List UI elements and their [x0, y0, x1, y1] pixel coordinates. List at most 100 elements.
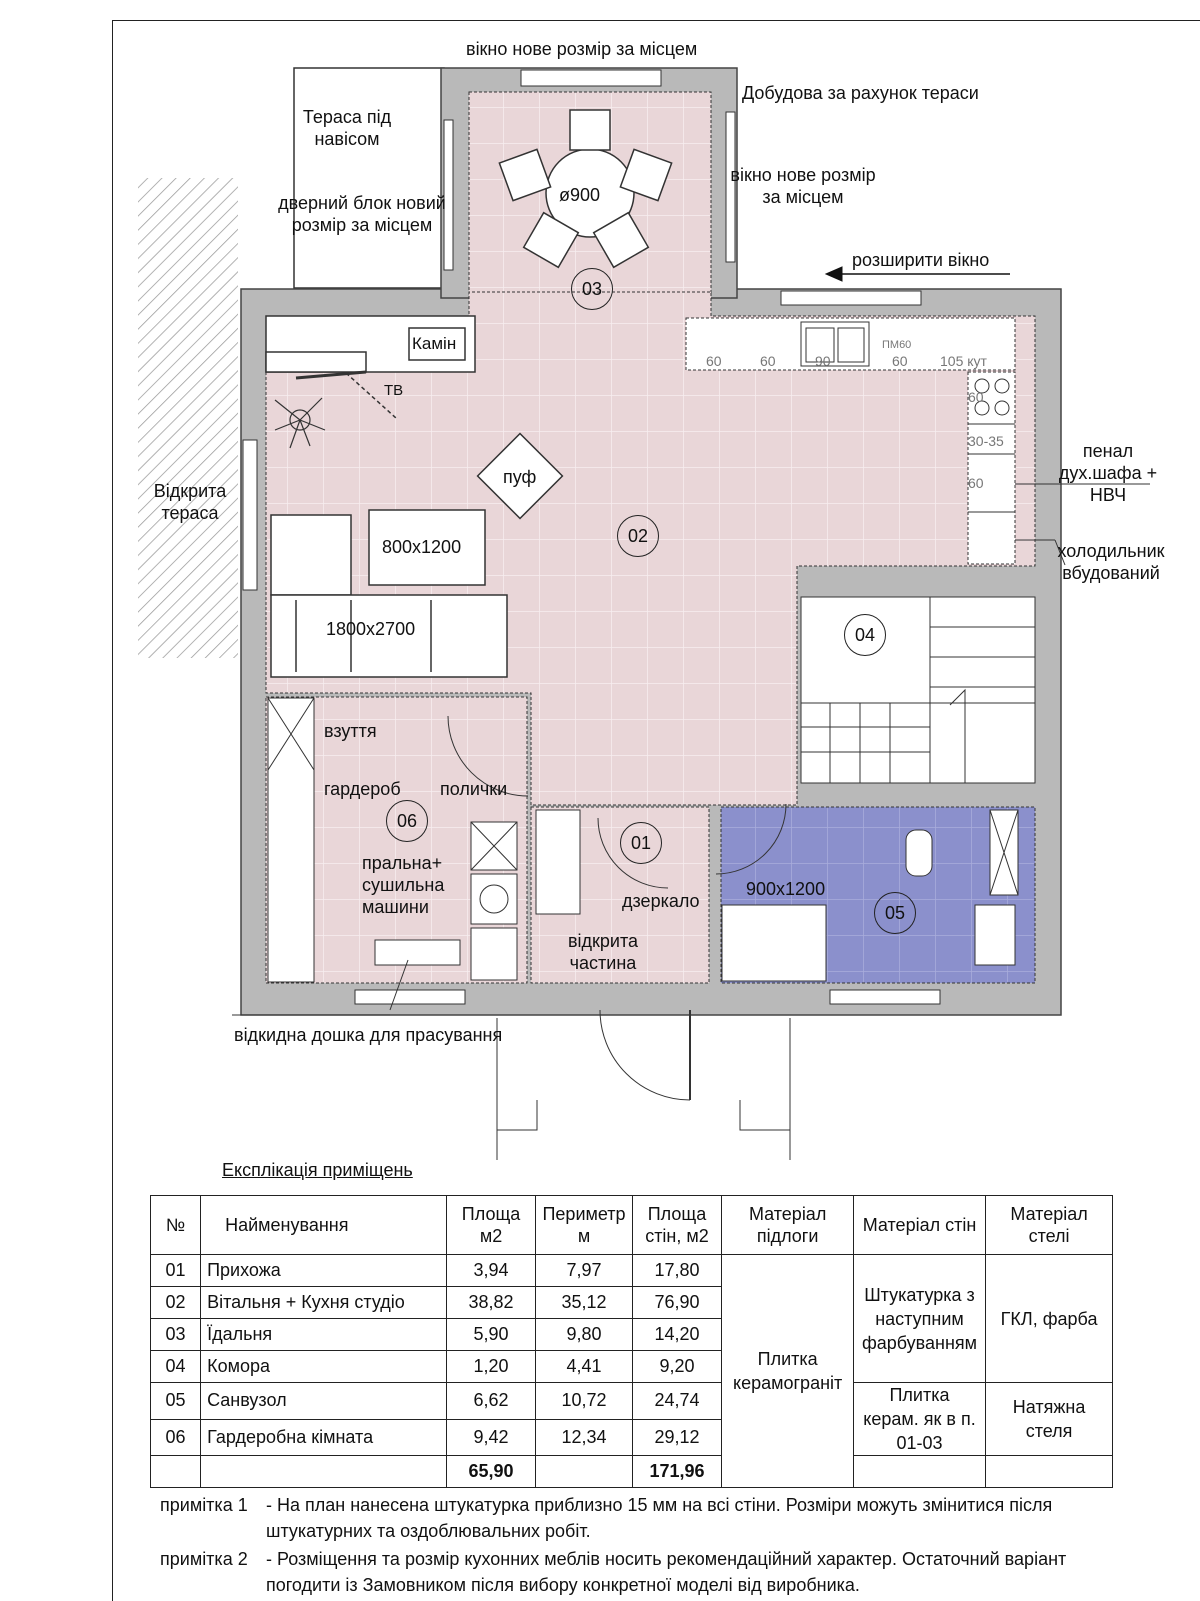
header-wall-material: Матеріал стін	[852, 1195, 987, 1255]
cell-no: 06	[149, 1418, 202, 1456]
kitchen-module: 90	[815, 353, 831, 369]
label-ironing-board: відкидна дошка для прасування	[234, 1025, 503, 1045]
label-fridge: холодильник вбудований	[1057, 541, 1165, 583]
label-oven-column: пенал дух.шафа + НВЧ	[1058, 441, 1158, 505]
cell-empty	[985, 1455, 1113, 1488]
label-extension: Добудова за рахунок тераси	[742, 83, 979, 103]
cell-perimeter: 7,97	[535, 1254, 633, 1287]
cell-no: 03	[149, 1318, 202, 1351]
cell-wall-material-2: Плитка керам. як в п. 01-03	[852, 1382, 987, 1456]
label-pouf: пуф	[503, 467, 537, 487]
cell-perimeter: 35,12	[535, 1286, 633, 1319]
label-rug: 800x1200	[382, 537, 462, 557]
table-total-row: 65,90 171,96	[149, 1455, 1113, 1488]
cell-name: Комора	[200, 1350, 447, 1383]
table-row: 05 Санвузол 6,62 10,72 24,74 Плитка кера…	[149, 1382, 1113, 1456]
cell-empty	[535, 1455, 633, 1488]
label-fireplace: Камін	[412, 334, 457, 353]
label-widen-window: розширити вікно	[852, 250, 990, 270]
floor-plan	[138, 67, 1150, 1160]
explication-table: № Найменування Площа м2 Периметр м Площа…	[149, 1195, 1113, 1488]
cell-perimeter: 10,72	[535, 1382, 633, 1420]
cell-area: 3,94	[445, 1254, 537, 1287]
cell-walls: 17,80	[631, 1254, 723, 1287]
note-2: примітка 2 - Розміщення та розмір кухонни…	[160, 1546, 1096, 1598]
cell-name: Прихожа	[200, 1254, 447, 1287]
label-tv: ТВ	[384, 382, 404, 399]
kitchen-side-module: 30-35	[968, 433, 1004, 449]
header-no: №	[149, 1195, 202, 1255]
cell-empty	[149, 1455, 202, 1488]
header-floor-material: Матеріал підлоги	[721, 1195, 854, 1255]
note-text: - На план нанесена штукатурка приблизно …	[266, 1495, 1053, 1541]
label-open-terrace: Відкрита тераса	[153, 481, 227, 523]
table-row: 01 Прихожа 3,94 7,97 17,80 Плитка керамо…	[149, 1254, 1113, 1488]
kitchen-side-module: 60	[968, 475, 984, 491]
kitchen-module: 60	[706, 353, 722, 369]
cell-no: 02	[149, 1286, 202, 1319]
header-walls-area: Площа стін, м2	[631, 1195, 723, 1255]
cell-ceiling-material-1: ГКЛ, фарба	[985, 1254, 1113, 1383]
kitchen-module: 105 кут	[940, 353, 987, 369]
label-terrace-covered: Тераса під навісом	[302, 107, 392, 149]
cell-walls: 24,74	[631, 1382, 723, 1420]
cell-walls: 29,12	[631, 1418, 723, 1456]
label-wardrobe: гардероб	[324, 779, 401, 799]
header-area: Площа м2	[445, 1195, 537, 1255]
cell-floor-material: Плитка керамограніт	[721, 1254, 854, 1488]
cell-total-walls: 171,96	[631, 1455, 723, 1488]
note-text: - Розміщення та розмір кухонних меблів н…	[266, 1549, 1067, 1595]
cell-empty	[852, 1455, 987, 1488]
cell-area: 1,20	[445, 1350, 537, 1383]
covered-terrace	[293, 67, 445, 289]
cell-name: Їдальня	[200, 1318, 447, 1351]
label-sofa: 1800x2700	[326, 619, 416, 639]
cell-area: 38,82	[445, 1286, 537, 1319]
open-terrace-hatch	[138, 178, 238, 658]
kitchen-side-module: 60	[968, 389, 984, 405]
drawing-frame	[112, 20, 1200, 1601]
header-ceiling-material: Матеріал стелі	[985, 1195, 1113, 1255]
label-shelves: полички	[440, 779, 508, 799]
note-1: примітка 1 - На план нанесена штукатурка …	[160, 1492, 1096, 1544]
label-door-block: дверний блок новий розмір за місцем	[278, 193, 446, 235]
explication-title: Експлікація приміщень	[222, 1160, 413, 1180]
cell-walls: 76,90	[631, 1286, 723, 1319]
label-shower: 900x1200	[746, 879, 826, 899]
table-row: 04 Комора 1,20 4,41 9,20	[149, 1350, 1113, 1383]
cell-perimeter: 12,34	[535, 1418, 633, 1456]
room-number: 06	[386, 800, 428, 842]
cell-no: 04	[149, 1350, 202, 1383]
label-window-right: вікно нове розмір за місцем	[730, 165, 876, 207]
kitchen-module: 60	[892, 353, 908, 369]
cell-empty	[200, 1455, 447, 1488]
header-name: Найменування	[200, 1195, 447, 1255]
header-perimeter: Периметр м	[535, 1195, 633, 1255]
staircase	[800, 596, 1036, 784]
cell-no: 01	[149, 1254, 202, 1287]
cell-name: Вітальня + Кухня студіо	[200, 1286, 447, 1319]
cell-walls: 14,20	[631, 1318, 723, 1351]
cell-name: Гардеробна кімната	[200, 1418, 447, 1456]
table-row: 03 Їдальня 5,90 9,80 14,20	[149, 1318, 1113, 1351]
table-header-row: № Найменування Площа м2 Периметр м Площа…	[149, 1195, 1113, 1255]
cell-area: 6,62	[445, 1382, 537, 1420]
cell-total-area: 65,90	[445, 1455, 537, 1488]
label-washer: пральна+ сушильна машини	[362, 853, 445, 917]
label-window-top: вікно нове розмір за місцем	[466, 39, 698, 59]
cell-no: 05	[149, 1382, 202, 1420]
cell-walls: 9,20	[631, 1350, 723, 1383]
note-key: примітка 2	[160, 1549, 248, 1569]
cell-area: 5,90	[445, 1318, 537, 1351]
cell-area: 9,42	[445, 1418, 537, 1456]
room-number: 05	[874, 892, 916, 934]
note-key: примітка 1	[160, 1495, 248, 1515]
cell-wall-material-1: Штукатурка з наступним фарбуванням	[852, 1254, 987, 1383]
cell-ceiling-material-2: Натяжна стеля	[985, 1382, 1113, 1456]
cell-name: Санвузол	[200, 1382, 447, 1420]
label-table-diameter: ø900	[559, 185, 601, 205]
kitchen-module: 60	[760, 353, 776, 369]
room-number: 03	[571, 268, 613, 310]
cell-perimeter: 9,80	[535, 1318, 633, 1351]
plant-icon	[274, 397, 326, 449]
